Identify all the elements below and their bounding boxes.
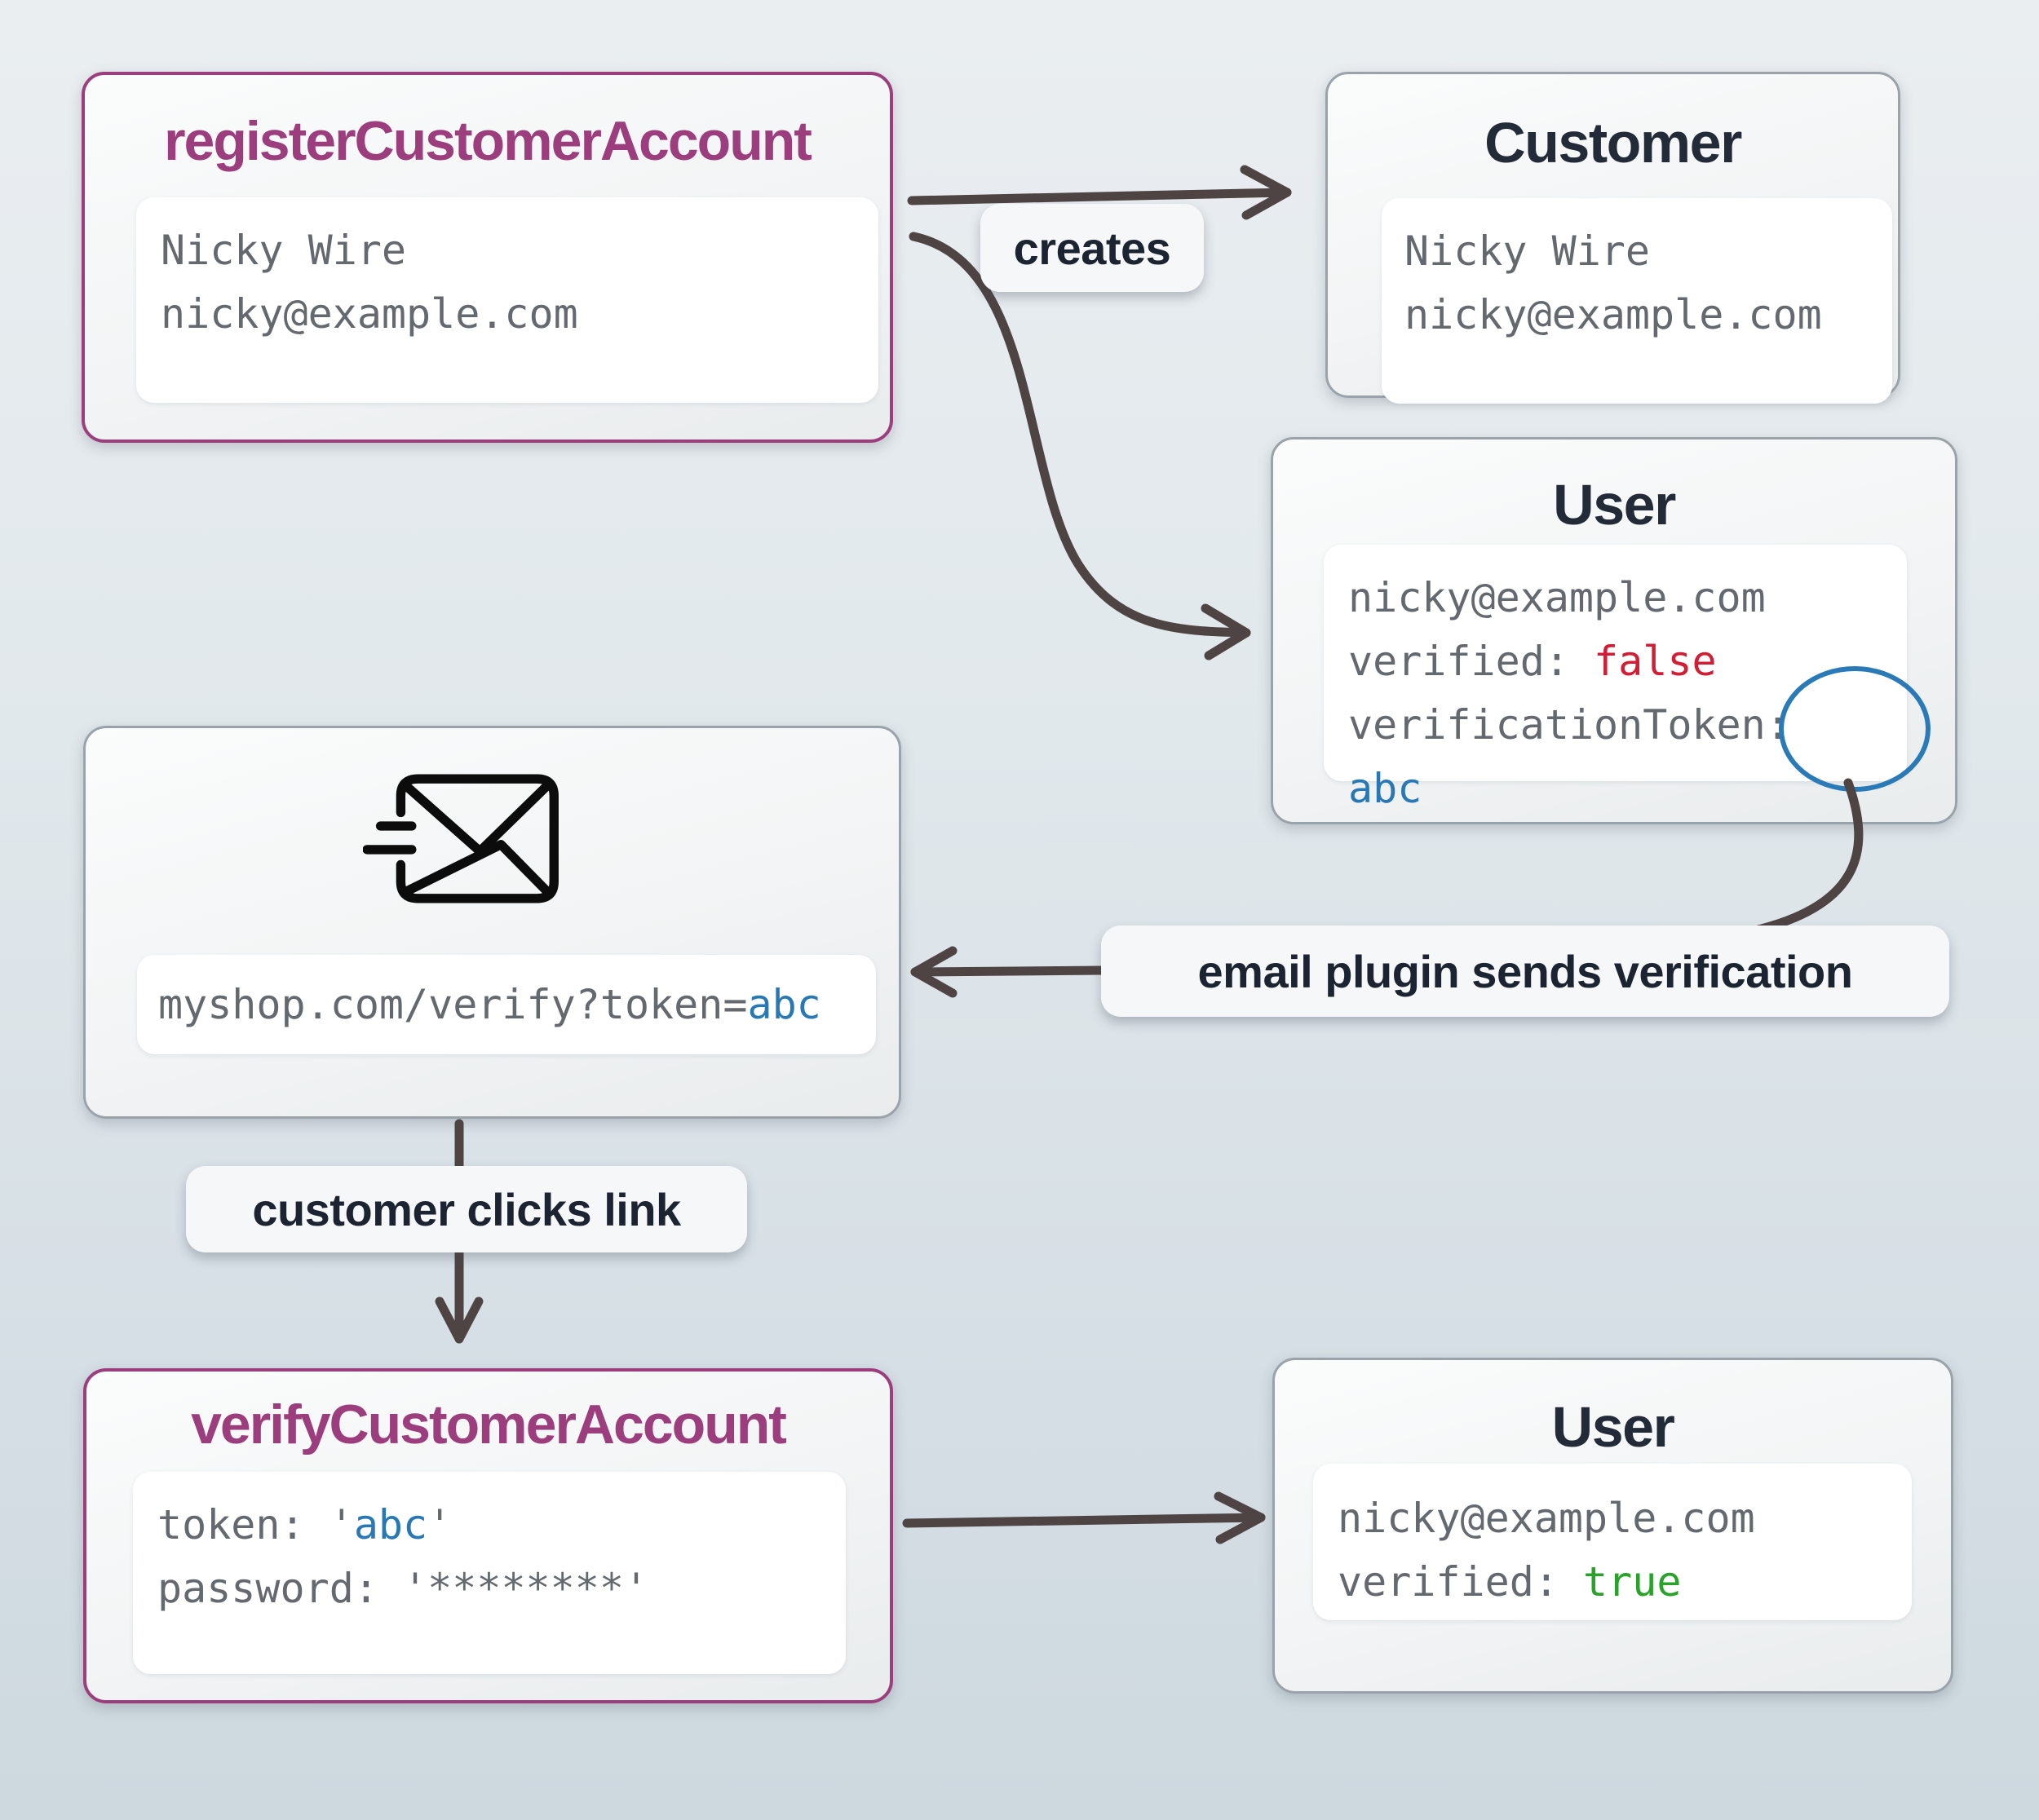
customer-title: Customer [1484,111,1742,174]
node-user-verified: User nicky@example.com verified: true [1272,1358,1953,1694]
user-unverified-title: User [1553,473,1676,537]
arrow-verify-to-user [902,1513,1266,1528]
arrowhead-email-to-verify [435,1297,484,1344]
arrow-register-to-customer [907,188,1292,205]
password-value: '********' [403,1565,649,1612]
node-verify-customer-account: verifyCustomerAccount token: 'abc'passwo… [83,1368,893,1703]
edge-label-creates: creates [980,204,1204,292]
verified-label: verified: [1348,638,1594,685]
email-url-token: abc [747,981,821,1028]
user2-verified-line: verified: true [1338,1550,1887,1614]
verify-title: verifyCustomerAccount [191,1394,787,1456]
verify-token-line: token: 'abc' [157,1493,821,1557]
register-title: registerCustomerAccount [164,110,812,172]
edge-label-customer-clicks: customer clicks link [186,1166,747,1252]
register-name-line: Nicky Wire [161,227,407,274]
customer-payload: Nicky Wire nicky@example.com [1382,198,1892,404]
arrowhead-register-to-customer [1240,165,1292,220]
user-token-line: verificationToken: abc [1348,693,1882,820]
customer-name-line: Nicky Wire [1404,228,1651,275]
token-prefix: token: ' [157,1501,354,1548]
verified-value-true: true [1583,1558,1682,1606]
register-email-line: nicky@example.com [161,290,578,338]
register-payload: Nicky Wire nicky@example.com [136,197,878,403]
curve-token-to-label [1754,778,1864,934]
arrowhead-label-to-email [910,946,958,998]
verification-token-label: verificationToken: [1348,701,1790,749]
customer-email-line: nicky@example.com [1404,291,1822,338]
verification-token-value: abc [1348,765,1422,812]
node-verification-email: myshop.com/verify?token=abc [83,726,901,1119]
node-register-customer-account: registerCustomerAccount Nicky Wire nicky@… [82,72,893,443]
token-value: abc [353,1501,428,1548]
edge-label-email-plugin: email plugin sends verification [1101,925,1949,1017]
email-url-payload: myshop.com/verify?token=abc [137,955,876,1054]
verified-label2: verified: [1338,1558,1584,1606]
verify-password-line: password: '********' [157,1557,821,1620]
verify-payload: token: 'abc'password: '********' [133,1472,846,1674]
node-customer: Customer Nicky Wire nicky@example.com [1325,72,1900,404]
user-verified-payload: nicky@example.com verified: true [1313,1464,1912,1620]
arrowhead-register-to-user [1201,603,1251,660]
token-suffix: ' [427,1501,453,1548]
arrow-label-to-email [910,965,1108,977]
arrowhead-verify-to-user [1214,1491,1266,1544]
user-verified-line: verified: false [1348,629,1882,693]
mail-fast-icon [363,774,559,903]
user-verified-title: User [1551,1395,1675,1459]
verified-value-false: false [1594,638,1717,685]
password-label: password: [157,1565,404,1612]
arrow-register-to-user [909,232,1251,638]
user2-email-line: nicky@example.com [1338,1495,1755,1542]
email-url-line: myshop.com/verify?token=abc [158,981,821,1028]
email-url-prefix: myshop.com/verify?token= [158,981,748,1028]
user-email-line: nicky@example.com [1348,574,1766,621]
